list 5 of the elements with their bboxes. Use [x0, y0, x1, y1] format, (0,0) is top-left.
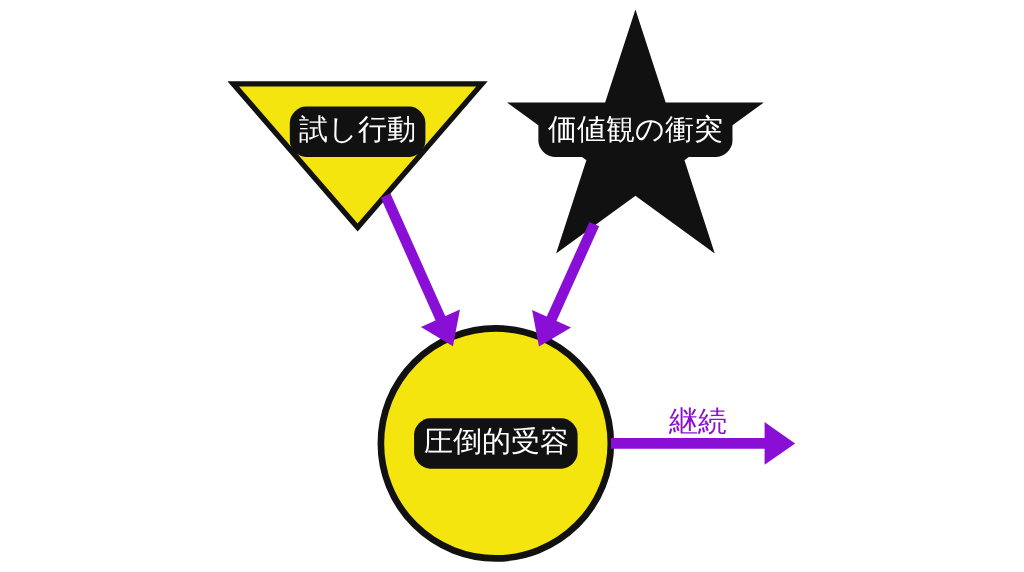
- node-circle: 圧倒的受容: [377, 325, 615, 562]
- arrow: [380, 193, 460, 347]
- arrow: [611, 422, 796, 465]
- arrow: [532, 221, 600, 347]
- edge-label: 継続: [669, 403, 728, 438]
